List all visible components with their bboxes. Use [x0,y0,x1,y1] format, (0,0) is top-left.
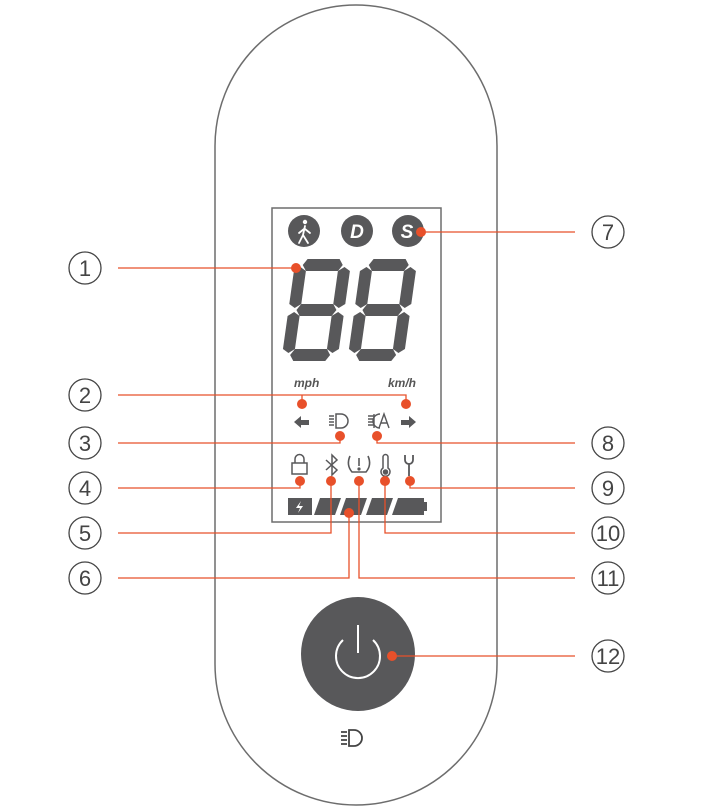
callout-number-9: 9 [602,476,614,501]
tire-pressure-warning-icon [347,455,371,473]
callout-number-8: 8 [602,431,614,456]
digit-1-segment-1 [302,259,343,271]
wrench-icon [404,455,414,476]
callout-dot [372,431,382,441]
callout-dot [295,476,305,486]
callout-dot [387,651,397,661]
digit-1-segment-6 [289,267,306,308]
sport-mode-icon: S [392,215,424,247]
callout-circle [591,471,625,505]
callout-dot [380,476,390,486]
right-turn-arrow-icon [401,416,416,428]
callout-number-3: 3 [79,431,91,456]
callout-number-6: 6 [79,566,91,591]
kmh-label: km/h [388,376,416,390]
callout-dot [344,508,354,518]
digit-1-segment-4 [290,349,331,361]
digit-1-segment-7 [296,304,337,316]
headlight-icon [329,413,349,429]
callout-circle [591,639,625,673]
callout-dot [405,476,415,486]
battery-gauge [288,498,427,515]
callout-dot [335,431,345,441]
drive-mode-label: D [350,222,364,243]
walk-mode-icon [288,215,320,247]
callout-circle [68,516,102,550]
sport-mode-label: S [401,222,414,243]
callout-number-11: 11 [597,566,620,591]
callout-circle [591,215,625,249]
callout-number-2: 2 [79,383,91,408]
digit-2-segment-5 [348,312,366,353]
callout-dot [354,476,364,486]
callout-dot [297,399,307,409]
callout-circle [68,471,102,505]
speed-digits [282,259,416,361]
callout-circle [591,561,625,595]
callout-number-1: 1 [79,256,91,281]
lcd-display [271,207,442,523]
digit-2-segment-2 [399,267,416,308]
callout-circle [68,561,102,595]
bluetooth-icon [325,453,339,477]
callout-circle [68,378,102,412]
callout-dot [326,476,336,486]
digit-1-segment-2 [333,267,350,308]
callout-number-4: 4 [79,476,91,501]
callout-circle [68,251,102,285]
callout-circle [591,516,625,550]
light-button[interactable] [341,729,363,747]
callout-number-12: 12 [596,644,620,669]
callout-dot [291,263,301,273]
temperature-icon [380,453,391,477]
digit-1-segment-3 [326,312,344,353]
lock-icon [291,453,308,475]
callout-circle [68,426,102,460]
digit-1-segment-5 [282,312,300,353]
callout-number-7: 7 [602,220,614,245]
left-turn-arrow-icon [294,416,309,428]
mph-label: mph [294,376,319,390]
callout-circle [591,426,625,460]
digit-2-segment-3 [392,312,410,353]
digit-2-segment-1 [368,259,409,271]
callout-number-10: 10 [596,521,620,546]
auto-headlight-icon [368,411,390,429]
digit-2-segment-4 [356,349,397,361]
drive-mode-icon: D [341,215,373,247]
digit-2-segment-7 [362,304,403,316]
digit-2-segment-6 [355,267,372,308]
callout-dot [401,399,411,409]
callout-dot [416,227,426,237]
power-button[interactable] [301,597,415,711]
callout-dots [291,227,426,661]
callout-number-5: 5 [79,521,91,546]
